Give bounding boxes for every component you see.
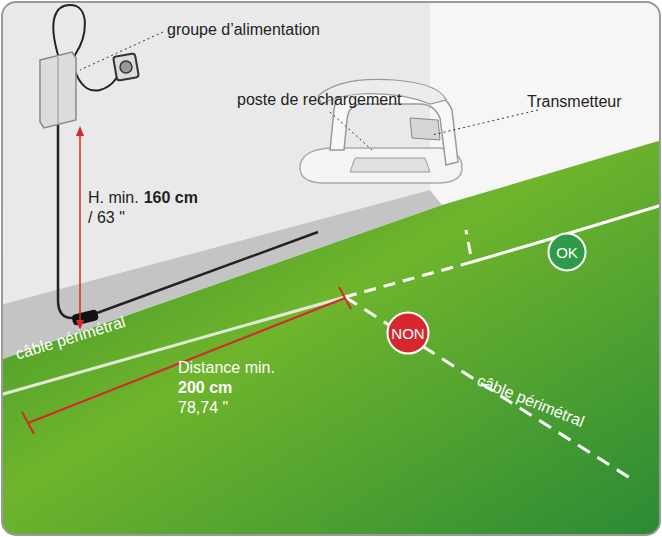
- ok-marker: OK: [547, 232, 587, 272]
- socket-hole: [120, 61, 132, 73]
- marker-text: NON: [391, 325, 424, 342]
- wall-socket: [113, 53, 139, 80]
- arrow-head: [76, 126, 84, 136]
- leader-line: [432, 110, 538, 135]
- dimension-tick: [339, 287, 351, 309]
- dimension-value: 160 cm: [144, 188, 198, 207]
- dimension-label: H. min.: [88, 188, 139, 207]
- dimension-label: Distance min.: [178, 358, 275, 377]
- dimension-value: 78,74 ": [178, 398, 228, 417]
- leader-line: [80, 32, 163, 70]
- part-label: groupe d’alimentation: [167, 20, 320, 39]
- dimension-value: / 63 ": [88, 208, 125, 227]
- marker-text: OK: [556, 244, 578, 261]
- dimension-tick: [22, 412, 34, 434]
- power-supply-edge: [57, 57, 59, 124]
- power-supply: [40, 52, 76, 128]
- distance-dimension: [28, 298, 345, 423]
- wrong-cable-path: [345, 297, 630, 478]
- part-label: Transmetteur: [527, 92, 622, 111]
- transmitter: [410, 118, 440, 140]
- station-plate: [350, 158, 430, 172]
- no-marker: NON: [386, 311, 430, 355]
- perimeter-cable: [2, 297, 345, 395]
- low-voltage-cable: [97, 232, 318, 313]
- leader-line: [330, 112, 372, 150]
- perimeter-cable-dashed: [345, 230, 472, 297]
- dimension-value: 200 cm: [178, 378, 232, 397]
- part-label: poste de rechargement: [237, 90, 402, 109]
- lawn: [2, 140, 660, 535]
- height-dimension: [79, 128, 81, 328]
- power-cable: [58, 125, 72, 318]
- station-base: [300, 148, 462, 183]
